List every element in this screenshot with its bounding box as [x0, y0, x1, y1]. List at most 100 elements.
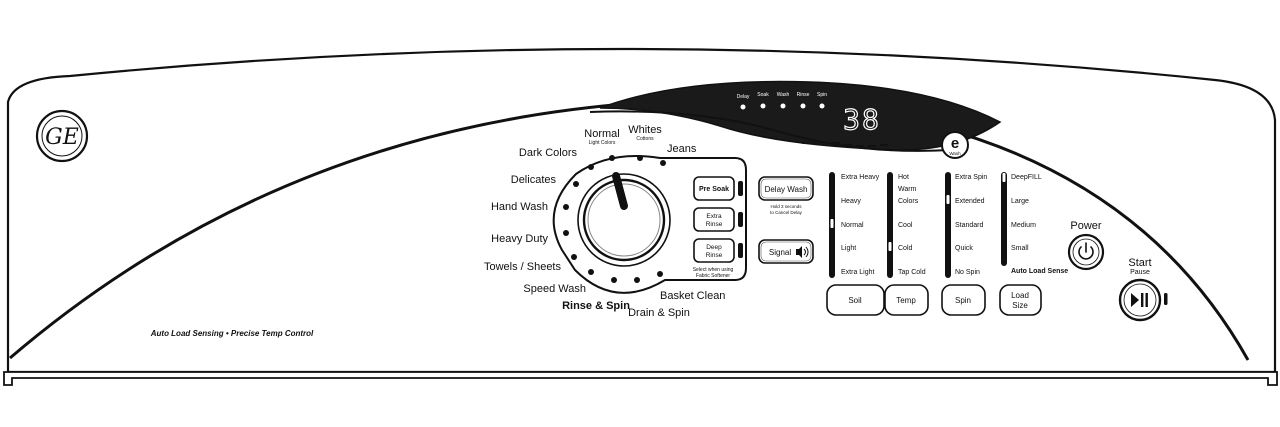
spin-level-extra-spin: Extra Spin — [955, 174, 987, 181]
start-sub-label: Pause — [1130, 269, 1150, 276]
ewash-label: Wash — [949, 151, 961, 156]
load-size-level-deepfill: DeepFILL — [1011, 174, 1042, 181]
status-indicators: Delay Soak Wash Rinse Spin — [737, 92, 827, 110]
temp-button-label: Temp — [896, 296, 916, 305]
cycle-rinse-spin[interactable]: Rinse & Spin — [562, 300, 630, 312]
status-label-spin: Spin — [817, 92, 827, 98]
power-button[interactable] — [1067, 233, 1105, 271]
start-pause-button[interactable] — [1118, 278, 1162, 322]
delay-wash-button[interactable]: Delay Wash — [758, 176, 814, 201]
cycle-towels-sheets[interactable]: Towels / Sheets — [484, 261, 562, 273]
soil-level-light: Light — [841, 245, 856, 252]
temp-button[interactable]: Temp — [884, 284, 929, 316]
temp-selector: Hot Warm Colors Cool Cold Tap Cold — [887, 172, 926, 278]
cycle-labels: Normal Light Colors Whites Cottons Jeans… — [484, 124, 725, 319]
dial-position-dots — [563, 155, 666, 283]
softener-note-1: Select when using — [693, 267, 734, 273]
load-size-button-label-2: Size — [1012, 301, 1028, 310]
cycle-speed-wash[interactable]: Speed Wash — [523, 283, 586, 295]
status-led-rinse — [800, 103, 806, 109]
display-band-accent — [589, 110, 951, 152]
load-size-level-small: Small — [1011, 245, 1029, 252]
cycle-dark-colors[interactable]: Dark Colors — [519, 147, 578, 159]
load-size-button[interactable]: Load Size — [999, 284, 1042, 316]
cycle-normal-sub: Light Colors — [589, 140, 616, 146]
cycle-drain-spin[interactable]: Drain & Spin — [628, 307, 690, 319]
spin-level-quick: Quick — [955, 245, 973, 252]
signal-label: Signal — [769, 248, 791, 257]
load-size-level-bar — [1001, 172, 1007, 266]
console-bottom-lip — [3, 371, 1278, 386]
cycle-basket-clean[interactable]: Basket Clean — [660, 290, 725, 302]
temp-level-cold: Cold — [898, 245, 913, 252]
temp-selected-marker — [888, 242, 892, 251]
spin-selected-marker — [946, 195, 950, 204]
spin-level-standard: Standard — [955, 222, 984, 229]
cycle-whites[interactable]: Whites — [628, 124, 662, 136]
extra-rinse-button[interactable]: Extra Rinse — [693, 207, 735, 232]
cycle-dial[interactable] — [577, 172, 671, 267]
ecometer-bars — [832, 142, 888, 147]
load-size-selected-marker — [1002, 173, 1006, 182]
status-led-wash — [780, 103, 786, 109]
soil-level-normal: Normal — [841, 222, 864, 229]
dial-pointer — [612, 172, 628, 210]
delay-wash-note-1: Hold 3 seconds — [770, 204, 802, 209]
start-label: Start — [1128, 257, 1151, 269]
status-label-delay: Delay — [737, 94, 750, 100]
pre-soak-label: Pre Soak — [699, 186, 729, 193]
delay-wash-note-2: to Cancel Delay — [770, 210, 803, 215]
spin-button-label: Spin — [955, 296, 971, 305]
spin-button[interactable]: Spin — [941, 284, 986, 316]
temp-level-colors: Colors — [898, 198, 919, 205]
load-size-level-medium: Medium — [1011, 222, 1036, 229]
status-label-wash: Wash — [777, 92, 790, 98]
soil-selected-marker — [830, 219, 834, 228]
soil-level-extra-heavy: Extra Heavy — [841, 174, 880, 181]
deep-rinse-button[interactable]: Deep Rinse — [693, 238, 735, 263]
ge-logo-text: GE — [45, 125, 79, 150]
load-size-button-label-1: Load — [1011, 291, 1029, 300]
signal-button[interactable]: Signal — [758, 239, 814, 264]
display-band — [599, 80, 1002, 151]
soil-button-label: Soil — [848, 296, 862, 305]
temp-level-cool: Cool — [898, 222, 913, 229]
soil-level-heavy: Heavy — [841, 198, 861, 205]
cycle-delicates[interactable]: Delicates — [511, 174, 557, 186]
status-led-spin — [819, 103, 825, 109]
soil-selector: Extra Heavy Heavy Normal Light Extra Lig… — [829, 172, 880, 278]
temp-level-warm: Warm — [898, 186, 917, 193]
ewash-badge: e Wash — [941, 131, 969, 159]
spin-selector: Extra Spin Extended Standard Quick No Sp… — [945, 172, 987, 278]
cycle-heavy-duty[interactable]: Heavy Duty — [491, 233, 548, 245]
load-size-selector: DeepFILL Large Medium Small Auto Load Se… — [1001, 172, 1068, 275]
start-indicator-led — [1164, 293, 1168, 305]
temp-level-tap-cold: Tap Cold — [898, 269, 926, 276]
load-size-level-large: Large — [1011, 198, 1029, 205]
status-led-delay — [740, 104, 746, 110]
ewash-letter: e — [951, 135, 959, 152]
extra-rinse-label-1: Extra — [706, 213, 722, 220]
play-pause-icon — [1131, 293, 1148, 307]
extra-rinse-label-2: Rinse — [706, 221, 723, 228]
cycle-normal[interactable]: Normal — [584, 128, 619, 140]
power-label: Power — [1070, 220, 1102, 232]
cycle-hand-wash[interactable]: Hand Wash — [491, 201, 548, 213]
sound-icon — [796, 246, 809, 258]
spin-level-bar — [945, 172, 951, 278]
deep-rinse-label-2: Rinse — [706, 252, 723, 259]
pre-soak-button[interactable]: Pre Soak — [693, 176, 735, 201]
status-label-rinse: Rinse — [797, 92, 810, 98]
softener-note-2: Fabric Softener — [696, 273, 731, 279]
time-display: 38 — [843, 103, 881, 136]
temp-level-bar — [887, 172, 893, 278]
ge-logo: GE — [35, 109, 89, 163]
soil-level-extra-light: Extra Light — [841, 269, 875, 276]
soil-button[interactable]: Soil — [826, 284, 885, 316]
cycle-jeans[interactable]: Jeans — [667, 143, 697, 155]
deep-rinse-label-1: Deep — [706, 244, 722, 251]
spin-level-extended: Extended — [955, 198, 985, 205]
status-led-soak — [760, 103, 766, 109]
delay-wash-label: Delay Wash — [765, 185, 808, 194]
status-label-soak: Soak — [757, 92, 769, 98]
